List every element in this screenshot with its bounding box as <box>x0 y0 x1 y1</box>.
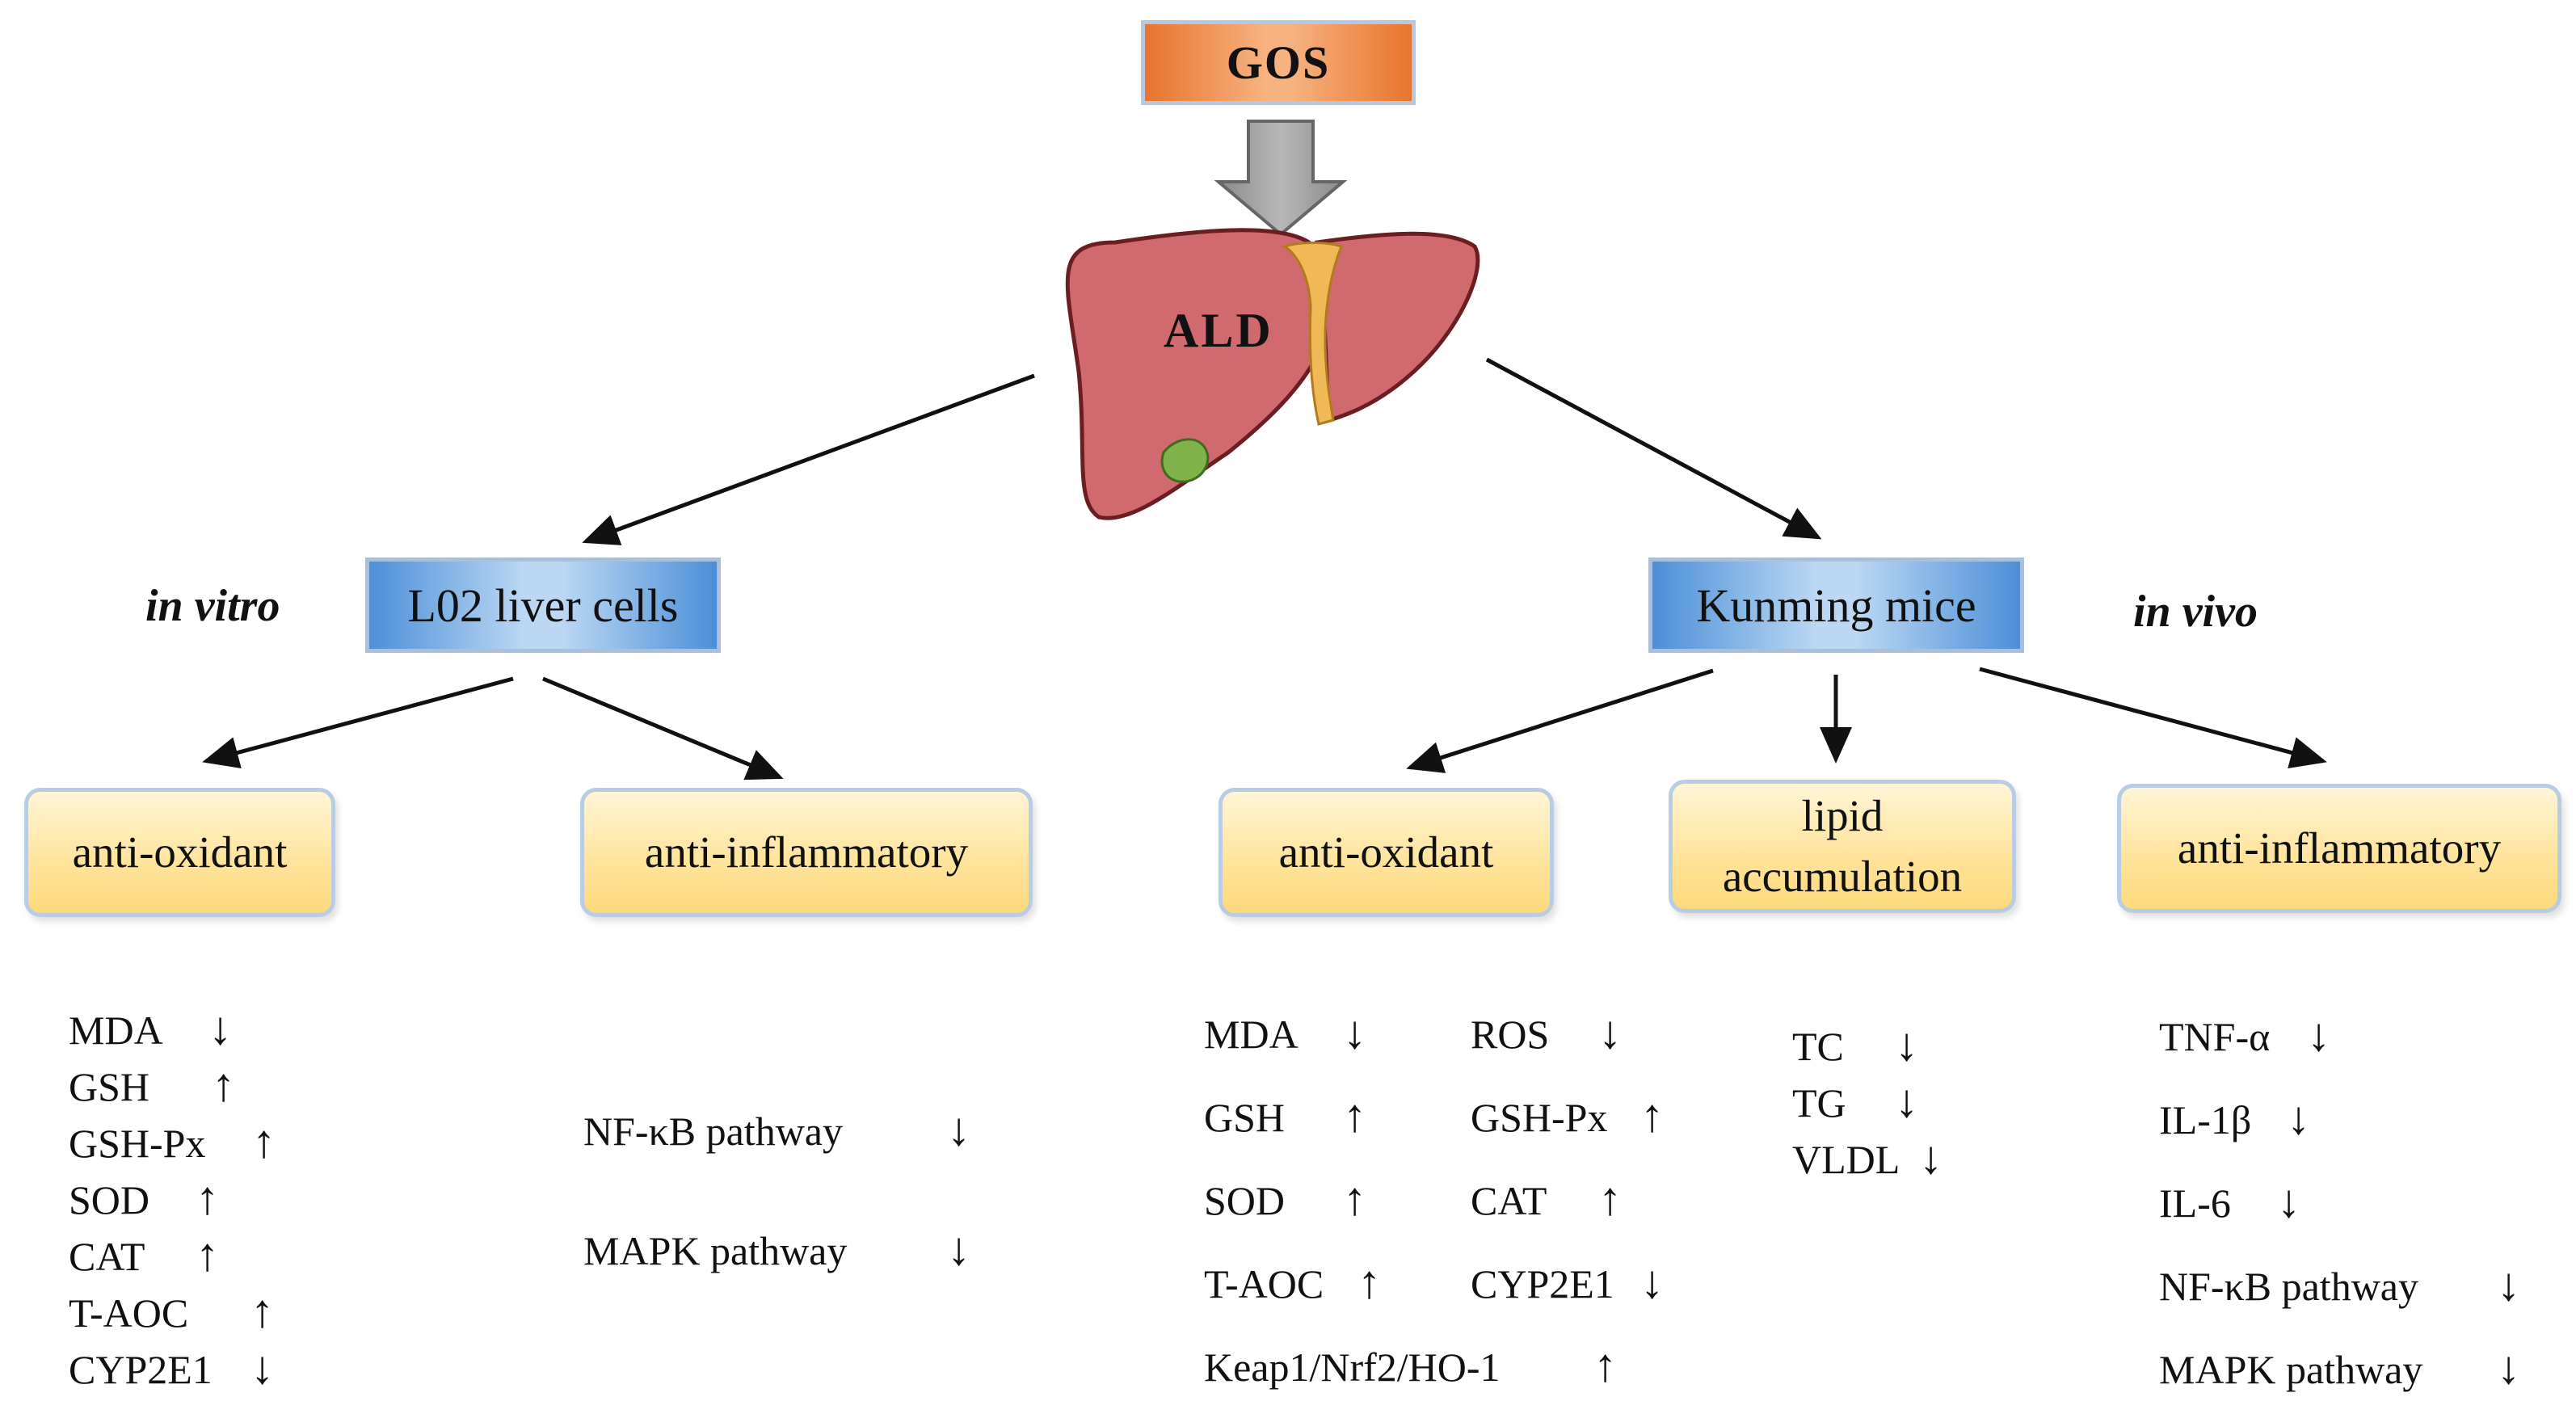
down-arrow-icon: ↓ <box>1895 1075 1918 1127</box>
up-arrow-icon: ↑ <box>1593 1339 1617 1391</box>
marker-right_lipid-2: VLDL <box>1792 1137 1900 1182</box>
right-antiinflammatory-box: anti-inflammatory <box>2117 784 2561 913</box>
arrow-l02-to-antiinflammatory <box>542 676 784 781</box>
up-arrow-icon: ↑ <box>250 1285 274 1337</box>
up-arrow-icon: ↑ <box>212 1058 235 1111</box>
marker-right_antioxidant_col2-3: CYP2E1 <box>1471 1261 1614 1306</box>
marker-left_antioxidant-6: CYP2E1 <box>69 1347 213 1392</box>
arrow-mice-to-antioxidant <box>1406 668 1714 773</box>
marker-left_antiinflammatory-1: MAPK pathway <box>583 1228 848 1273</box>
arrow-mice-to-antiinflammatory <box>1979 667 2327 768</box>
in-vitro-label: in vitro <box>145 581 280 631</box>
left-antioxidant-box: anti-oxidant <box>24 788 335 917</box>
right-lipid-box: lipid accumulation <box>1669 780 2016 913</box>
marker-right_antiinflammatory-0: TNF-α <box>2159 1014 2271 1059</box>
down-arrow-icon: ↓ <box>2307 1008 2330 1061</box>
down-arrow-icon: ↓ <box>1895 1018 1918 1071</box>
down-arrow-icon: ↓ <box>1640 1256 1664 1308</box>
marker-right_antiinflammatory-2: IL-6 <box>2159 1180 2231 1226</box>
up-arrow-icon: ↑ <box>1640 1089 1664 1142</box>
marker-right_antioxidant_extra-null: Keap1/Nrf2/HO-1 <box>1204 1344 1501 1390</box>
marker-right_antioxidant_col1-3: T-AOC <box>1204 1261 1324 1306</box>
marker-right_antioxidant_col2-0: ROS <box>1471 1012 1550 1057</box>
marker-right_antiinflammatory-1: IL-1β <box>2159 1097 2252 1142</box>
down-arrow-icon: ↓ <box>208 1002 232 1054</box>
liver-illustration <box>1065 228 1480 520</box>
down-arrow-icon: ↓ <box>947 1103 970 1155</box>
up-arrow-icon: ↑ <box>1357 1256 1381 1308</box>
marker-right_antiinflammatory-4: MAPK pathway <box>2159 1347 2423 1392</box>
down-arrow-icon: ↓ <box>2497 1258 2520 1311</box>
marker-left_antioxidant-1: GSH <box>69 1064 150 1109</box>
marker-left_antioxidant-2: GSH-Px <box>69 1121 206 1166</box>
marker-right_antioxidant_col1-2: SOD <box>1204 1178 1286 1223</box>
in-vivo-label: in vivo <box>2133 587 2258 637</box>
l02-cells-box: L02 liver cells <box>365 558 721 653</box>
down-arrow-icon: ↓ <box>2497 1341 2520 1394</box>
down-arrow-icon: ↓ <box>1343 1006 1366 1058</box>
marker-right_lipid-1: TG <box>1792 1080 1846 1126</box>
marker-left_antioxidant-4: CAT <box>69 1234 145 1279</box>
up-arrow-icon: ↑ <box>252 1115 276 1168</box>
arrow-l02-to-antioxidant <box>202 676 514 768</box>
left-antiinflammatory-box: anti-inflammatory <box>580 788 1033 917</box>
marker-left_antiinflammatory-0: NF-κB pathway <box>583 1109 843 1154</box>
up-arrow-icon: ↑ <box>1343 1172 1366 1225</box>
arrow-liver-to-l02 <box>582 373 1035 545</box>
arrow-liver-to-mice <box>1485 357 1822 540</box>
marker-right_antiinflammatory-3: NF-κB pathway <box>2159 1264 2418 1309</box>
down-arrow-icon: ↓ <box>2287 1092 2310 1144</box>
up-arrow-icon: ↑ <box>1343 1089 1366 1142</box>
up-arrow-icon: ↑ <box>1598 1172 1622 1225</box>
marker-left_antioxidant-3: SOD <box>69 1177 150 1222</box>
marker-right_antioxidant_col2-1: GSH-Px <box>1471 1095 1608 1140</box>
marker-right_antioxidant_col1-1: GSH <box>1204 1095 1286 1140</box>
marker-right_lipid-0: TC <box>1792 1024 1844 1069</box>
down-block-arrow <box>1214 120 1348 237</box>
marker-right_antioxidant_col1-0: MDA <box>1204 1012 1299 1057</box>
down-arrow-icon: ↓ <box>250 1341 274 1394</box>
down-arrow-icon: ↓ <box>2277 1175 2300 1227</box>
marker-right_antioxidant_col2-2: CAT <box>1471 1178 1547 1223</box>
marker-left_antioxidant-0: MDA <box>69 1008 163 1053</box>
marker-left_antioxidant-5: T-AOC <box>69 1290 189 1336</box>
right-antioxidant-box: anti-oxidant <box>1219 788 1554 917</box>
up-arrow-icon: ↑ <box>196 1172 219 1224</box>
up-arrow-icon: ↑ <box>196 1228 219 1281</box>
kunming-mice-box: Kunming mice <box>1648 558 2024 653</box>
down-arrow-icon: ↓ <box>1598 1006 1622 1058</box>
ald-label: ALD <box>1164 304 1273 357</box>
gos-box: GOS <box>1141 20 1416 105</box>
down-arrow-icon: ↓ <box>947 1222 970 1275</box>
down-arrow-icon: ↓ <box>1919 1131 1943 1184</box>
